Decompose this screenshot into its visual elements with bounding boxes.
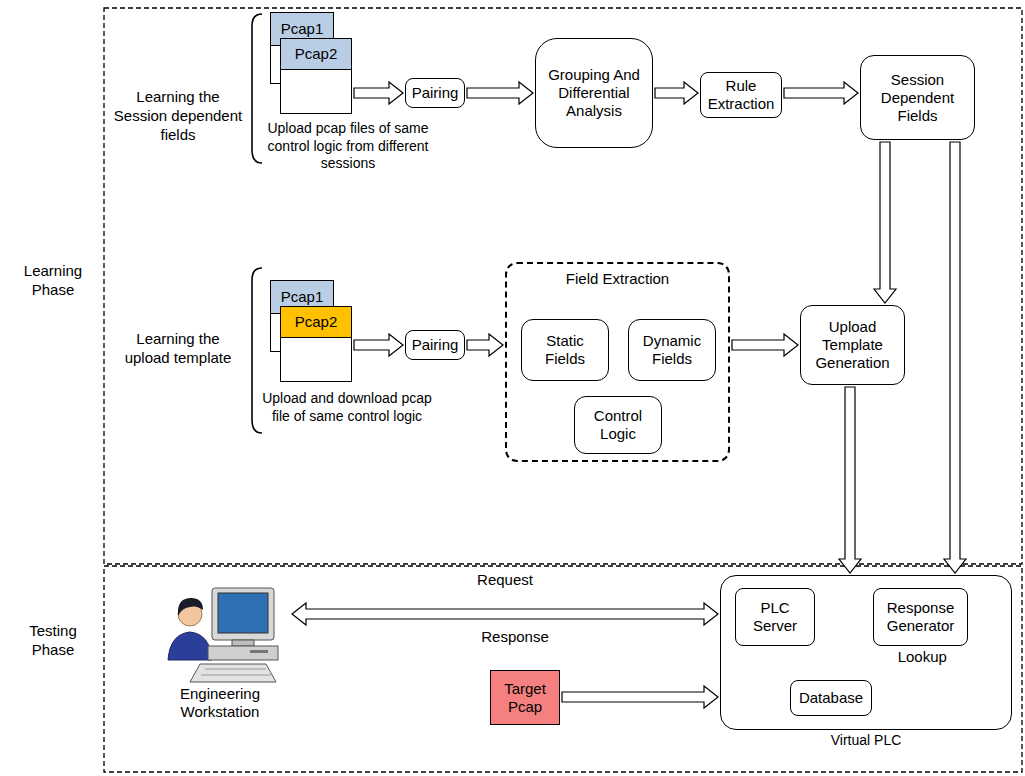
phase-region	[104, 8, 1022, 564]
phase-region	[104, 566, 1022, 772]
node-text: Rule Extraction	[705, 77, 777, 113]
annotation-label: Upload pcap files of same control logic …	[258, 120, 438, 173]
process-box: Pairing	[405, 330, 465, 360]
process-box: Rule Extraction	[700, 72, 782, 118]
block-arrow	[562, 686, 718, 708]
process-box: Database	[790, 680, 872, 716]
node-text: Database	[799, 689, 863, 707]
block-arrow	[839, 387, 861, 573]
node-text: Virtual PLC	[721, 732, 1011, 749]
node-text: Field Extraction	[507, 270, 728, 288]
node-text: Control Logic	[579, 407, 657, 443]
node-text: Pcap2	[295, 313, 338, 331]
block-arrow	[467, 334, 503, 356]
process-box: Upload Template Generation	[800, 305, 905, 385]
node-text: Engineering Workstation	[154, 685, 286, 721]
annotation-label: Response	[470, 628, 560, 647]
annotation-label: Learning Phase	[6, 262, 100, 300]
process-box: Grouping And Differential Analysis	[535, 38, 653, 148]
node-text: Pairing	[412, 336, 459, 354]
node-text: Grouping And Differential Analysis	[540, 66, 648, 120]
annotation-label: Learning the upload template	[112, 330, 244, 368]
block-arrow	[784, 82, 858, 104]
block-arrow	[874, 142, 896, 303]
process-box: Pairing	[405, 78, 465, 108]
node-text: Pairing	[412, 84, 459, 102]
node-text: Pcap2	[295, 45, 338, 63]
brace	[252, 268, 262, 433]
process-box: Dynamic Fields	[628, 319, 716, 381]
file-header: Pcap2	[281, 307, 351, 338]
block-arrow	[467, 82, 533, 104]
edge-label: Lookup	[896, 648, 949, 667]
workstation: Engineering Workstation	[150, 585, 290, 725]
annotation-label: Learning the Session dependent fields	[112, 88, 244, 144]
node-text: Dynamic Fields	[633, 332, 711, 368]
pcap-file: Pcap2	[280, 38, 352, 114]
process-box: PLC Server	[735, 588, 815, 646]
file-header: Pcap2	[281, 39, 351, 70]
pcap-file: Pcap2	[280, 306, 352, 382]
block-arrow	[354, 82, 403, 104]
process-box: Static Fields	[521, 319, 609, 381]
block-arrow	[292, 603, 718, 625]
node-text: Upload Template Generation	[805, 318, 900, 372]
virtual-plc-box: Virtual PLCPLC ServerResponse GeneratorD…	[720, 575, 1012, 730]
edge-label: Request	[475, 571, 535, 590]
node-text: Target Pcap	[495, 680, 555, 716]
workstation-icon	[168, 588, 278, 682]
group-box: Field ExtractionStatic Fields Dynamic Fie…	[505, 262, 730, 462]
node-text: Static Fields	[526, 332, 604, 368]
process-box: Response Generator	[873, 588, 968, 646]
node-text: Pcap1	[281, 20, 324, 38]
block-arrow	[655, 82, 698, 104]
block-arrow	[732, 334, 798, 356]
annotation-label: Upload and download pcap file of same co…	[262, 390, 432, 425]
process-box: Control Logic	[574, 396, 662, 454]
block-arrow	[354, 334, 403, 356]
process-box: Session Dependent Fields	[860, 55, 975, 140]
node-text: Pcap1	[281, 288, 324, 306]
block-arrow	[944, 142, 966, 573]
brace	[252, 14, 262, 163]
node-text: Response Generator	[878, 599, 963, 635]
node-text: PLC Server	[740, 599, 810, 635]
node-text: Session Dependent Fields	[865, 71, 970, 125]
annotation-label: Testing Phase	[6, 622, 100, 660]
pcap-file: Target Pcap	[490, 670, 560, 725]
